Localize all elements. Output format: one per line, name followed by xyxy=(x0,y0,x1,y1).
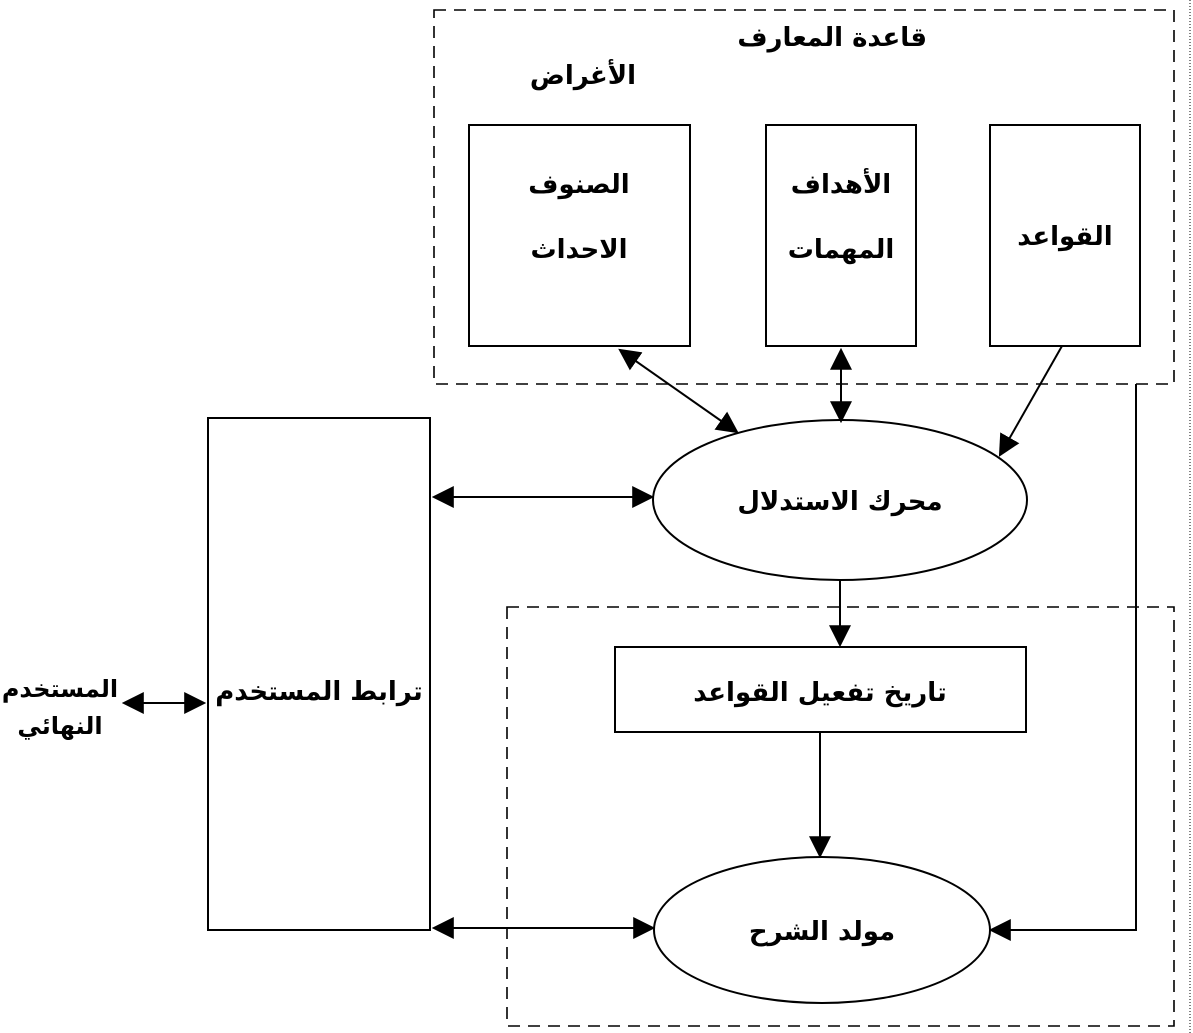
explanation-generator-label: مولد الشرح xyxy=(749,917,895,947)
user-interface-label: ترابط المستخدم xyxy=(215,677,423,707)
classes-label: الصنوف xyxy=(528,170,629,200)
events-label: الاحداث xyxy=(530,235,627,265)
arrow-classes-inference xyxy=(618,348,739,434)
goals-tasks-box xyxy=(765,124,917,347)
rule-history-box xyxy=(614,646,1027,733)
tasks-label: المهمات xyxy=(788,235,895,265)
classes-events-box xyxy=(468,124,691,347)
arrow-kb-explanation xyxy=(988,384,1137,941)
knowledge-base-container xyxy=(433,9,1175,385)
explanation-container xyxy=(506,606,1175,1027)
arrow-rules-inference xyxy=(998,345,1063,457)
user-interface-box xyxy=(207,417,431,931)
rules-label: القواعد xyxy=(1017,222,1112,252)
rules-box xyxy=(989,124,1141,347)
end-user-label-line2: النهائي xyxy=(17,712,102,740)
rule-history-label: تاريخ تفعيل القواعد xyxy=(693,678,946,708)
purposes-label: الأغراض xyxy=(530,59,636,91)
goals-label: الأهداف xyxy=(791,168,891,200)
knowledge-base-title: قاعدة المعارف xyxy=(737,23,927,53)
end-user-label-line1: المستخدم xyxy=(2,675,118,703)
inference-engine-label: محرك الاستدلال xyxy=(737,487,942,517)
